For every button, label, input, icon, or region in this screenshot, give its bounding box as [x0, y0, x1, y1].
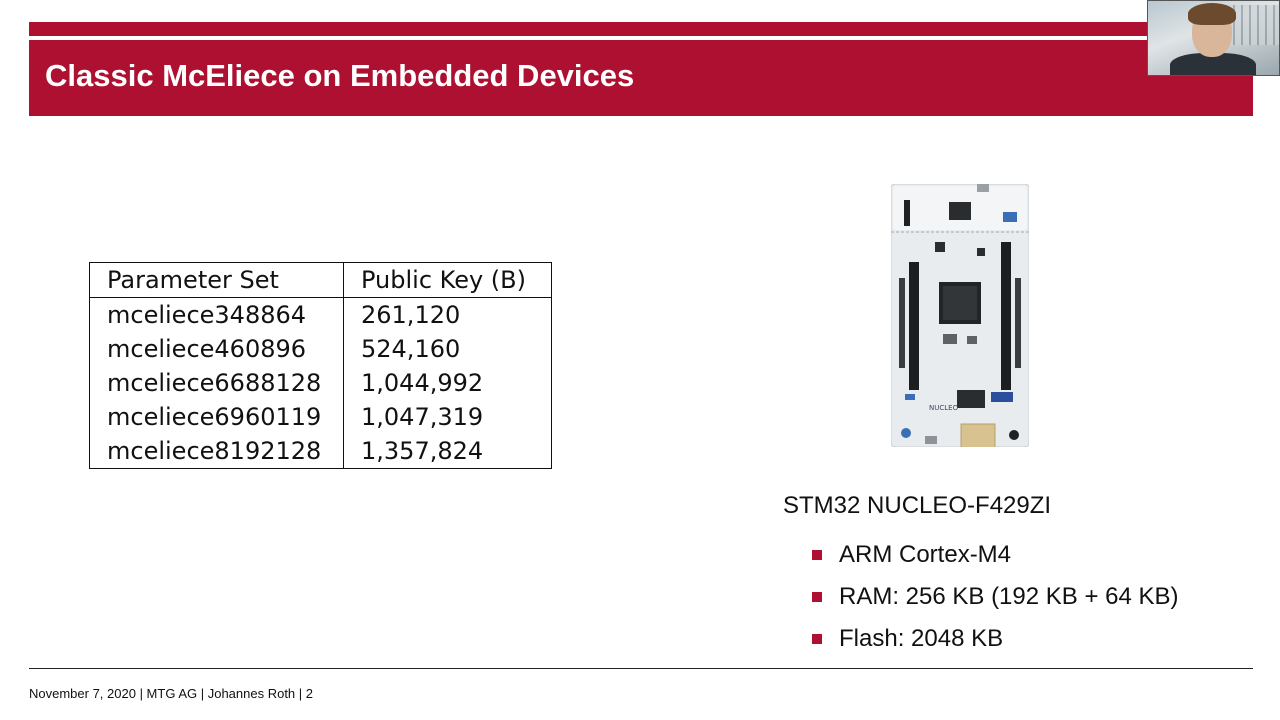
svg-text:NUCLEO: NUCLEO — [929, 404, 959, 412]
header-stripe — [29, 22, 1253, 36]
spec-item-text: ARM Cortex-M4 — [839, 541, 1012, 568]
column-header-public-key: Public Key (B) — [343, 262, 552, 298]
public-key-cell: 261,120 — [361, 301, 461, 329]
public-key-size-table: Parameter Set Public Key (B) mceliece348… — [89, 262, 552, 469]
spec-item-text: Flash: 2048 KB — [839, 625, 1004, 652]
presenter-webcam — [1147, 0, 1280, 76]
column-header-parameter-set: Parameter Set — [89, 262, 344, 298]
public-key-cell: 1,044,992 — [361, 369, 484, 397]
bullet-square-icon — [812, 550, 822, 560]
slide-title: Classic McEliece on Embedded Devices — [45, 58, 635, 93]
table-row: mceliece8192128 1,357,824 — [89, 434, 552, 469]
table-row: mceliece6960119 1,047,319 — [89, 400, 552, 434]
spec-item-cpu: ARM Cortex-M4 — [812, 534, 1179, 576]
nucleo-board-image: NUCLEO — [891, 184, 1029, 447]
board-spec-list: ARM Cortex-M4 RAM: 256 KB (192 KB + 64 K… — [812, 534, 1179, 660]
presenter-hair — [1188, 3, 1236, 25]
public-key-cell: 1,047,319 — [361, 403, 484, 431]
table-row: mceliece348864 261,120 — [89, 297, 552, 332]
footer-text: November 7, 2020 | MTG AG | Johannes Rot… — [29, 686, 313, 701]
board-name: STM32 NUCLEO-F429ZI — [783, 492, 1052, 519]
title-bar: Classic McEliece on Embedded Devices — [29, 40, 1253, 116]
table-row: mceliece460896 524,160 — [89, 332, 552, 366]
parameter-set-cell: mceliece6960119 — [89, 400, 344, 434]
public-key-cell: 1,357,824 — [361, 437, 484, 465]
spec-item-text: RAM: 256 KB (192 KB + 64 KB) — [839, 583, 1179, 610]
parameter-set-cell: mceliece460896 — [89, 332, 344, 366]
public-key-cell: 524,160 — [361, 335, 461, 363]
parameter-set-cell: mceliece348864 — [89, 297, 344, 332]
presenter-body — [1170, 53, 1256, 75]
bullet-square-icon — [812, 634, 822, 644]
spec-item-ram: RAM: 256 KB (192 KB + 64 KB) — [812, 576, 1179, 618]
spec-item-flash: Flash: 2048 KB — [812, 618, 1179, 660]
table-row: mceliece6688128 1,044,992 — [89, 366, 552, 400]
bullet-square-icon — [812, 592, 822, 602]
parameter-set-cell: mceliece6688128 — [89, 366, 344, 400]
table-header-row: Parameter Set Public Key (B) — [89, 262, 552, 298]
footer-divider — [29, 668, 1253, 669]
parameter-set-cell: mceliece8192128 — [89, 434, 344, 469]
